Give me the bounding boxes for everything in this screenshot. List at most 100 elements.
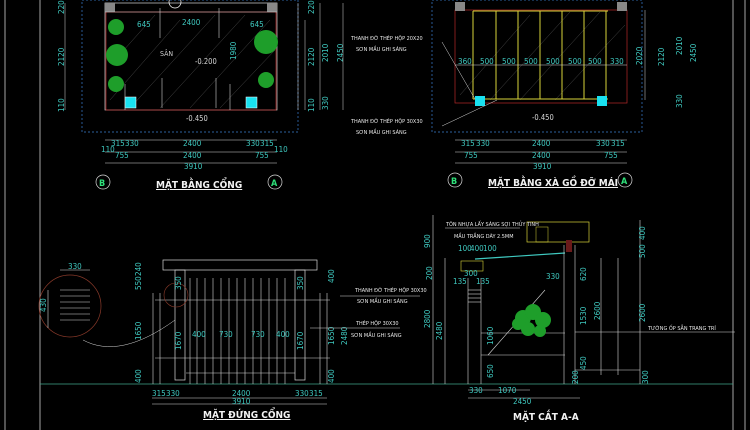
dim-text: 400 bbox=[134, 369, 143, 383]
note-text: SƠN MẦU GHI SÁNG bbox=[351, 331, 402, 339]
dim-text: 330 bbox=[295, 389, 309, 398]
dim-text: 330 bbox=[476, 139, 490, 148]
section-aa-view: TÔN NHỰA LẤY SÁNG SỢI THỦY TINH MẦU TRẮN… bbox=[423, 215, 735, 423]
level-mark: -0.450 bbox=[532, 113, 554, 122]
note-text: THANH ĐỠ THÉP HỘP 20X20 bbox=[350, 34, 423, 42]
dim-text: 330 bbox=[246, 139, 260, 148]
dim-text: 500 bbox=[502, 57, 516, 66]
dim-text: 500 bbox=[546, 57, 560, 66]
dim-text: 1060 bbox=[486, 326, 495, 345]
dim-text: 2450 bbox=[336, 43, 345, 62]
dim-text: 1670 bbox=[296, 331, 305, 350]
dim-text: 400 bbox=[192, 330, 206, 339]
column-icon bbox=[475, 96, 485, 106]
column-icon bbox=[245, 96, 258, 109]
dim-text: 400 bbox=[276, 330, 290, 339]
dim-text: 730 bbox=[219, 330, 233, 339]
dim-text: 350 bbox=[174, 276, 183, 290]
dim-text: 430 bbox=[39, 298, 48, 312]
dim-text: 330 bbox=[546, 272, 560, 281]
roof-beams bbox=[472, 10, 608, 100]
dim-text: 300 bbox=[464, 269, 478, 278]
level-mark: -0.200 bbox=[195, 57, 217, 66]
dim-text: 620 bbox=[579, 267, 588, 281]
dim-text: 100 bbox=[458, 244, 472, 253]
dim-text: 2400 bbox=[232, 389, 251, 398]
dim-text: 2120 bbox=[57, 47, 66, 66]
dimension-lines bbox=[64, 3, 321, 164]
slat-detail-view: 330 430 bbox=[38, 262, 176, 347]
dim-text: 360 bbox=[458, 57, 472, 66]
dim-text: 1670 bbox=[174, 331, 183, 350]
dim-text: 2020 bbox=[635, 46, 644, 65]
dim-text: 330 bbox=[166, 389, 180, 398]
dim-text: 1650 bbox=[134, 321, 143, 340]
dim-text: 755 bbox=[464, 151, 478, 160]
dim-text: 1650 bbox=[327, 326, 336, 345]
dim-text: 330 bbox=[68, 262, 82, 271]
dim-text: 400 bbox=[327, 269, 336, 283]
dim-text: 135 bbox=[476, 277, 490, 286]
roof-beam-plan-view: THANH ĐỠ THÉP HỘP 20X20 SƠN MẦU GHI SÁNG… bbox=[342, 0, 698, 189]
dim-text: 330 bbox=[469, 386, 483, 395]
column-icon bbox=[597, 96, 607, 106]
dim-text: 315 bbox=[461, 139, 475, 148]
dim-text: 220 bbox=[57, 0, 66, 14]
note-text: THANH ĐỠ THÉP HỘP 30X30 bbox=[350, 117, 423, 125]
dim-text: 2400 bbox=[183, 151, 202, 160]
room-label: SÂN bbox=[160, 49, 173, 58]
view-title: MẶT BẰNG XÀ GỒ ĐỠ MÁI bbox=[488, 174, 618, 189]
gate-elevation-view: 240 550 1650 400 350 1670 350 1670 400 7… bbox=[134, 259, 427, 421]
dim-text: 2400 bbox=[532, 139, 551, 148]
tree-icon bbox=[512, 304, 551, 337]
axis-label: B bbox=[99, 179, 105, 189]
dim-text: 755 bbox=[255, 151, 269, 160]
dim-text: 400 bbox=[327, 369, 336, 383]
dim-text: 500 bbox=[480, 57, 494, 66]
dim-text: 500 bbox=[568, 57, 582, 66]
axis-marker-b bbox=[447, 172, 463, 188]
dim-text: 450 bbox=[579, 356, 588, 370]
axis-marker-a bbox=[267, 174, 283, 190]
note-text: THÉP HỘP 30X30 bbox=[355, 319, 399, 327]
dim-text: 110 bbox=[307, 98, 316, 112]
dim-text: 1980 bbox=[229, 41, 238, 60]
dim-text: 900 bbox=[423, 234, 432, 248]
dim-text: 240 bbox=[134, 262, 143, 276]
note-text: SƠN MẦU GHI SÁNG bbox=[356, 45, 407, 53]
dim-text: 100 bbox=[483, 244, 497, 253]
dim-text: 500 bbox=[638, 244, 647, 258]
note-text: SƠN MẦU GHI SÁNG bbox=[356, 128, 407, 136]
note-text: TƯỜNG ỐP SẴN TRANG TRÍ bbox=[647, 324, 716, 332]
dim-text: 110 bbox=[57, 98, 66, 112]
dim-text: 3910 bbox=[184, 162, 203, 171]
axis-label: B bbox=[451, 177, 457, 187]
axis-marker-b bbox=[95, 174, 111, 190]
dim-text: 200 bbox=[571, 370, 580, 384]
dim-text: 2450 bbox=[513, 397, 532, 406]
dim-text: 300 bbox=[641, 370, 650, 384]
dim-text: 2120 bbox=[307, 47, 316, 66]
dim-text: 550 bbox=[134, 276, 143, 290]
dim-text: 330 bbox=[675, 94, 684, 108]
dim-text: 755 bbox=[604, 151, 618, 160]
dim-text: 730 bbox=[251, 330, 265, 339]
drawing-frame bbox=[4, 0, 746, 430]
dim-text: 315 bbox=[309, 389, 323, 398]
view-title: MẶT ĐỨNG CỔNG bbox=[203, 406, 290, 421]
dim-text: 2400 bbox=[183, 139, 202, 148]
note-text: TÔN NHỰA LẤY SÁNG SỢI THỦY TINH bbox=[445, 220, 539, 228]
dim-text: 2010 bbox=[675, 36, 684, 55]
axis-label: A bbox=[271, 179, 278, 189]
dim-text: 3910 bbox=[232, 397, 251, 406]
dim-text: 1070 bbox=[498, 386, 517, 395]
dim-text: 330 bbox=[125, 139, 139, 148]
column-icon bbox=[124, 96, 137, 109]
dim-text: 2400 bbox=[182, 18, 201, 27]
dim-text: 2400 bbox=[532, 151, 551, 160]
note-text: SƠN MẦU GHI SÁNG bbox=[357, 297, 408, 305]
axis-label: A bbox=[621, 177, 628, 187]
dim-text: 650 bbox=[486, 364, 495, 378]
dim-text: 2450 bbox=[689, 43, 698, 62]
